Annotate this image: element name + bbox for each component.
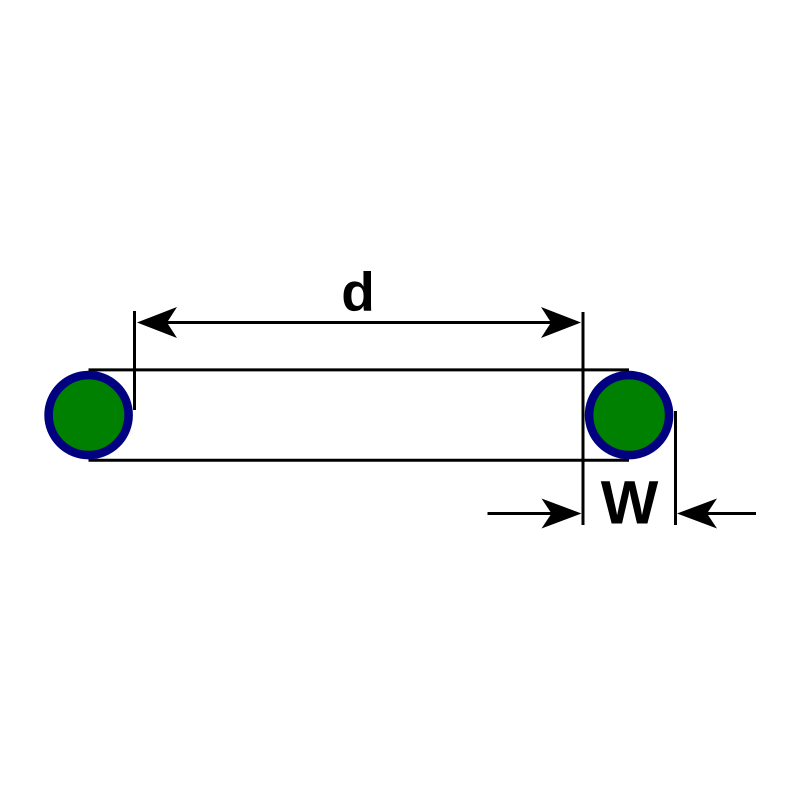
svg-text:d: d [341,260,375,322]
svg-text:W: W [601,468,659,536]
